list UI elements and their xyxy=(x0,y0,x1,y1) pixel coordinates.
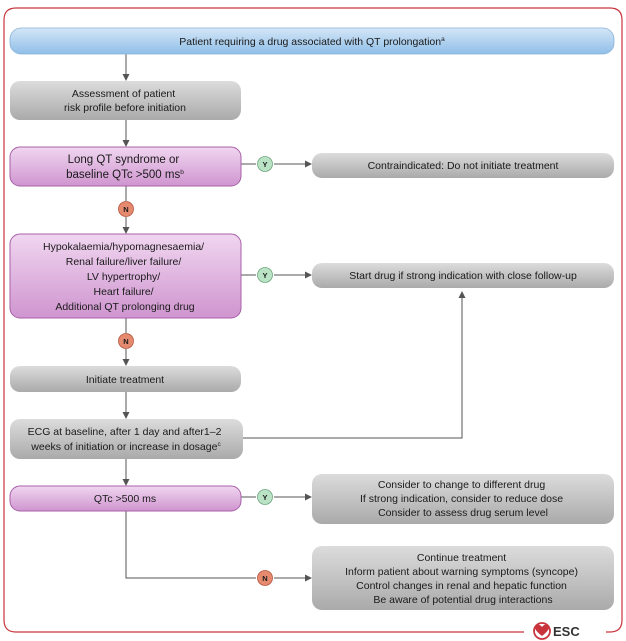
svg-text:Y: Y xyxy=(262,160,267,169)
continue-box xyxy=(312,546,614,610)
heart-icon xyxy=(533,622,551,640)
consider-box xyxy=(312,474,614,524)
consider-text: Consider to change to different drug If … xyxy=(360,479,566,519)
start-drug-box xyxy=(312,263,614,288)
ecg-box xyxy=(10,419,243,459)
continue-text: Continue treatment Inform patient about … xyxy=(345,552,581,606)
assessment-box xyxy=(10,81,241,120)
svg-text:Y: Y xyxy=(262,493,267,502)
no-badge-1: N xyxy=(118,201,134,217)
ecg-text: ECG at baseline, after 1 day and after1–… xyxy=(28,426,225,453)
start-text: Patient requiring a drug associated with… xyxy=(179,36,445,48)
qtc-box xyxy=(9,485,242,512)
contraindicated-box xyxy=(312,153,614,178)
risk-factors-text: Hypokalaemia/hypomagnesaemia/ Renal fail… xyxy=(43,241,207,313)
lqts-box xyxy=(9,146,242,187)
yes-badge-1: Y xyxy=(257,156,273,172)
qtc-text: QTc >500 ms xyxy=(94,493,156,505)
initiate-box xyxy=(10,366,241,392)
svg-text:N: N xyxy=(123,205,128,214)
esc-logo: ESC xyxy=(533,622,580,640)
no-badge-3: N xyxy=(257,570,273,586)
initiate-text: Initiate treatment xyxy=(86,374,164,386)
yes-badge-2: Y xyxy=(257,267,273,283)
contraindicated-text: Contraindicated: Do not initiate treatme… xyxy=(368,160,559,172)
svg-text:ESC: ESC xyxy=(553,624,580,639)
svg-text:N: N xyxy=(262,574,267,583)
no-badge-2: N xyxy=(118,333,134,349)
connectors xyxy=(122,48,466,582)
svg-text:Y: Y xyxy=(262,271,267,280)
outer-frame xyxy=(3,7,623,633)
start-drug-text: Start drug if strong indication with clo… xyxy=(349,270,577,282)
assessment-text: Assessment of patient risk profile befor… xyxy=(64,88,186,114)
start-box xyxy=(9,27,615,55)
lqts-text: Long QT syndrome or baseline QTc >500 ms… xyxy=(66,154,184,181)
svg-text:N: N xyxy=(123,337,128,346)
yes-badge-3: Y xyxy=(257,489,273,505)
risk-factors-box xyxy=(9,233,242,319)
